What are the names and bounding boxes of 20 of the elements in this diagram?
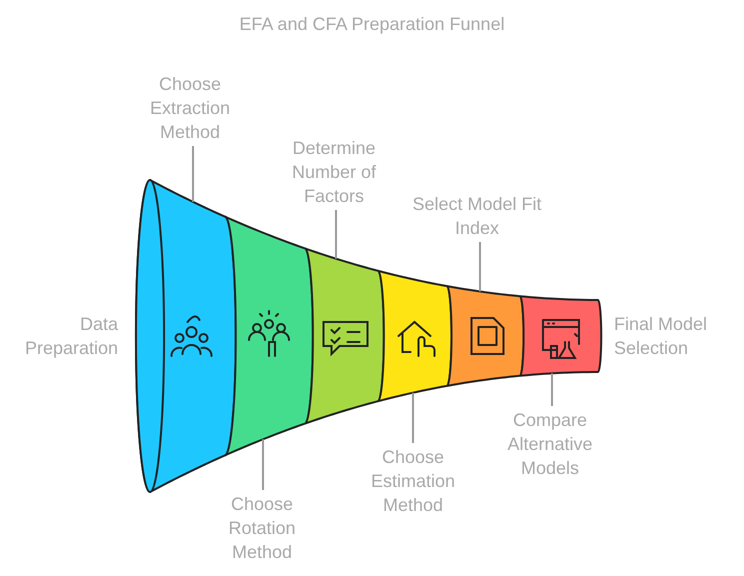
funnel-section: [446, 285, 525, 387]
end-label: Final Model Selection: [614, 313, 708, 360]
step-label: Determine Number of Factors: [264, 136, 404, 208]
funnel-section: [134, 179, 237, 493]
leader-line: [192, 146, 194, 202]
step-label: Choose Extraction Method: [120, 72, 260, 144]
leader-line: [335, 210, 337, 259]
leader-line: [262, 439, 264, 490]
funnel-section: [304, 247, 385, 425]
funnel-section: [224, 216, 314, 456]
leader-line: [412, 392, 414, 443]
diagram-title: EFA and CFA Preparation Funnel: [238, 13, 506, 36]
funnel-section: [377, 270, 452, 402]
leader-line: [551, 373, 553, 406]
step-label: Choose Estimation Method: [343, 445, 483, 517]
step-label: Select Model Fit Index: [412, 192, 542, 240]
end-label: Data Preparation: [24, 313, 118, 360]
step-label: Choose Rotation Method: [207, 492, 317, 564]
step-label: Compare Alternative Models: [480, 408, 620, 480]
leader-line: [479, 242, 481, 292]
